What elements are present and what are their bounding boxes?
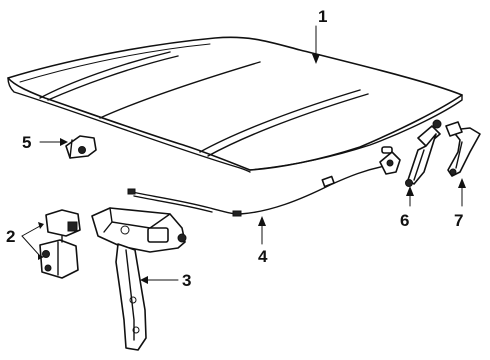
- callout-2: 2: [6, 227, 15, 246]
- latch-support-bracket: [91, 207, 187, 351]
- gas-strut: [405, 119, 442, 187]
- callout-1: 1: [318, 7, 327, 26]
- hood-support-rod: [445, 121, 481, 177]
- callout-5: 5: [22, 133, 31, 152]
- release-cable: [127, 146, 401, 217]
- hood-panel: [7, 36, 463, 173]
- callout-7: 7: [454, 211, 463, 230]
- callout-3: 3: [182, 271, 191, 290]
- leader-lines: [21, 25, 466, 284]
- callout-6: 6: [400, 211, 409, 230]
- callout-4: 4: [258, 247, 268, 266]
- hood-hinge: [65, 135, 97, 159]
- hood-latch: [39, 209, 81, 279]
